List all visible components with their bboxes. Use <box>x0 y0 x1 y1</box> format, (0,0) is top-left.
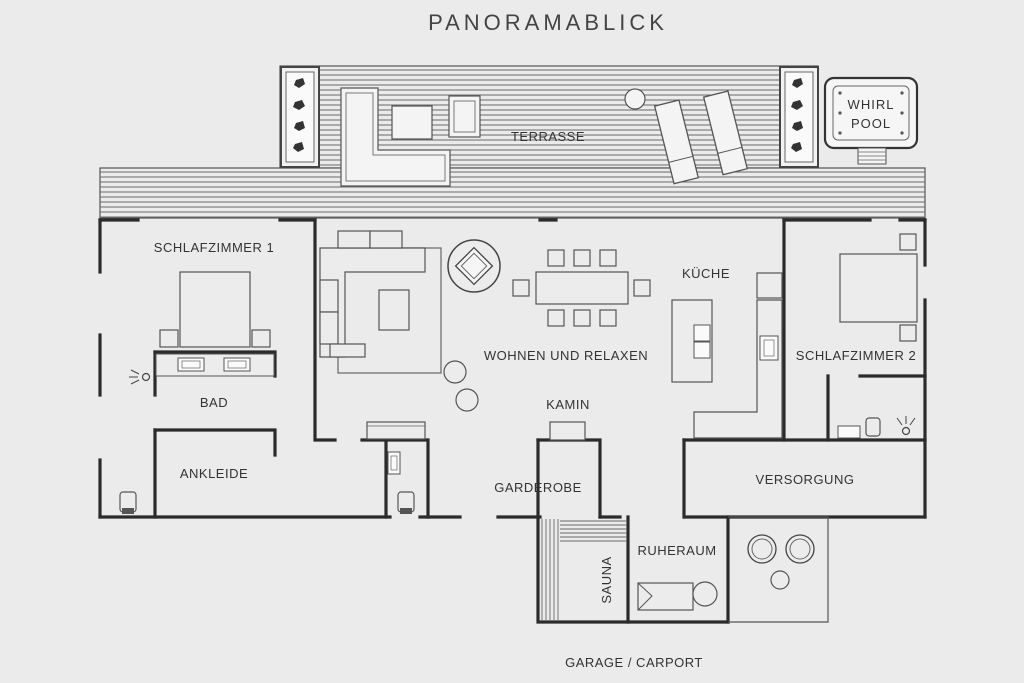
plan-title: PANORAMABLICK <box>428 10 668 35</box>
label-kueche: KÜCHE <box>682 266 730 281</box>
living-area: WOHNEN UND RELAXEN KAMIN <box>319 230 651 441</box>
annex-plunge-area <box>747 534 815 590</box>
shower-icon <box>141 372 151 382</box>
planter-right <box>779 66 819 168</box>
bedroom-2: SCHLAFZIMMER 2 <box>796 233 918 439</box>
ruheraum: RUHERAUM <box>637 543 718 611</box>
label-schlafzimmer-2: SCHLAFZIMMER 2 <box>796 348 916 363</box>
label-versorgung: VERSORGUNG <box>756 472 855 487</box>
label-kamin: KAMIN <box>546 397 590 412</box>
guest-wc <box>366 421 426 514</box>
label-whirlpool-1: WHIRL <box>848 97 895 112</box>
kitchen: KÜCHE <box>671 266 783 439</box>
terrace-lounge-sofa <box>340 87 481 187</box>
label-wohnen: WOHNEN UND RELAXEN <box>484 348 648 363</box>
label-whirlpool-2: POOL <box>851 116 891 131</box>
fireplace-icon <box>549 421 586 441</box>
label-bad: BAD <box>200 395 228 410</box>
sun-lounger-icon <box>653 90 749 185</box>
label-garage: GARAGE / CARPORT <box>565 655 703 670</box>
label-ankleide: ANKLEIDE <box>180 466 248 481</box>
planter-left <box>280 66 320 168</box>
shower-icon-2 <box>901 426 911 436</box>
house-walls <box>98 218 927 624</box>
terrace-table-icon <box>624 88 646 110</box>
label-garderobe: GARDEROBE <box>494 480 582 495</box>
label-ruheraum: RUHERAUM <box>637 543 716 558</box>
whirlpool: WHIRL POOL <box>823 76 919 165</box>
bedroom-1: SCHLAFZIMMER 1 <box>154 240 274 348</box>
sauna: SAUNA <box>541 519 627 620</box>
label-terrasse: TERRASSE <box>511 129 585 144</box>
label-schlafzimmer-1: SCHLAFZIMMER 1 <box>154 240 274 255</box>
bathroom: BAD <box>119 353 275 514</box>
label-sauna: SAUNA <box>599 556 614 603</box>
